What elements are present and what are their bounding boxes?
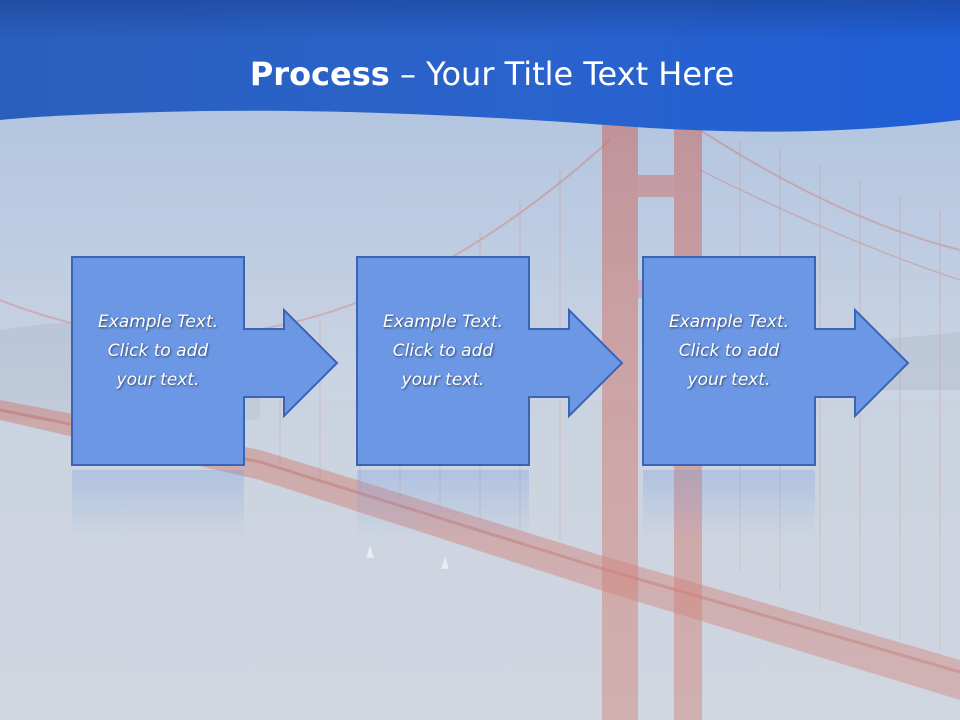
header-banner (0, 0, 960, 132)
title-bold-part: Process (249, 55, 390, 93)
process-step-1[interactable]: Example Text. Click to add your text. (71, 256, 341, 470)
title-rest-part: – Your Title Text Here (389, 55, 735, 93)
process-step-3[interactable]: Example Text. Click to add your text. (642, 256, 912, 470)
process-step-2[interactable]: Example Text. Click to add your text. (356, 256, 626, 470)
slide-title[interactable]: Process – Your Title Text Here (0, 52, 960, 96)
process-arrow-shape (642, 256, 910, 466)
process-step-text[interactable]: Example Text. Click to add your text. (668, 312, 790, 390)
process-arrow-shape (71, 256, 339, 466)
process-step-text[interactable]: Example Text. Click to add your text. (97, 312, 219, 390)
process-step-text[interactable]: Example Text. Click to add your text. (382, 312, 504, 390)
process-arrow-shape (356, 256, 624, 466)
